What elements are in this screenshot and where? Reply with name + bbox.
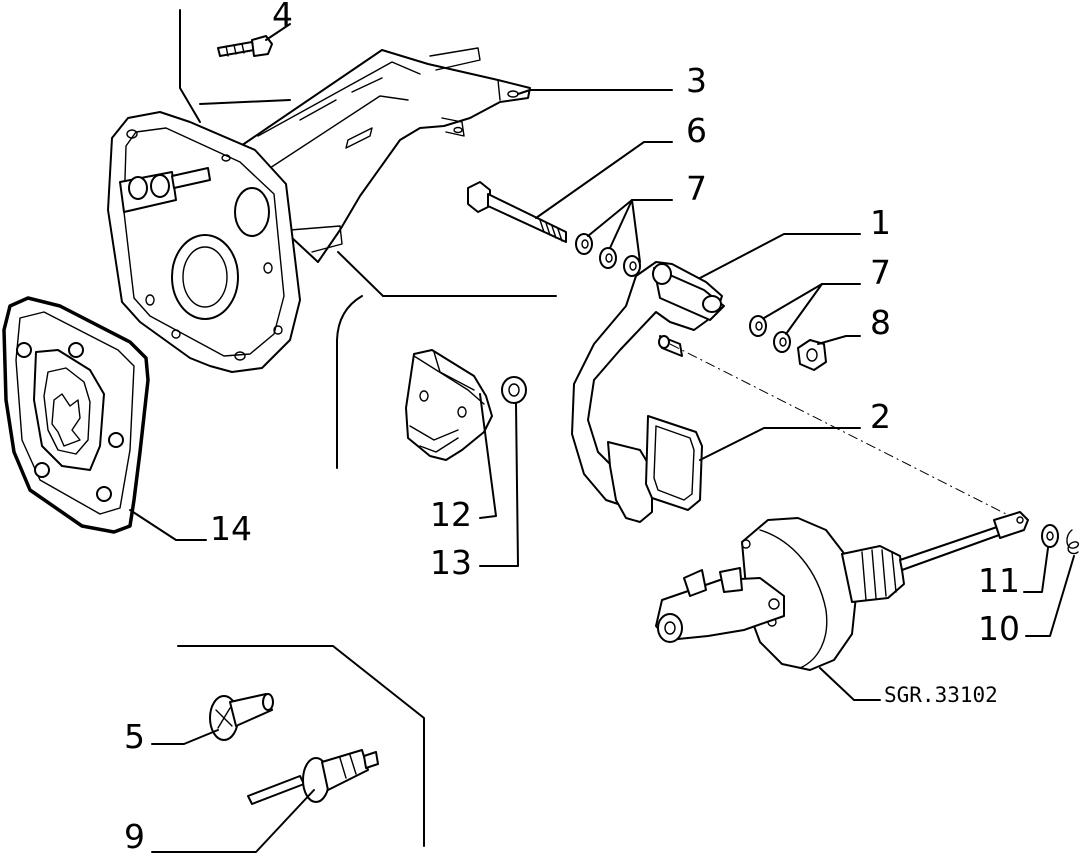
washers-part-7-left [575, 233, 641, 277]
callout-2: 2 [870, 397, 891, 436]
pedal-support-bracket [107, 47, 531, 373]
washer-part-11 [1041, 524, 1059, 548]
blind-rivet-part-9 [247, 749, 379, 805]
callout-7-right: 7 [870, 253, 891, 292]
callout-14: 14 [210, 509, 252, 548]
gasket-part-14 [2, 296, 150, 534]
callout-13: 13 [430, 543, 472, 582]
callout-10: 10 [978, 609, 1020, 648]
drawing-code: SGR.33102 [884, 683, 998, 707]
rivet-part-5 [209, 693, 274, 741]
bolt-part-6 [467, 181, 567, 243]
servo-booster-assembly [655, 343, 1029, 671]
callout-leaders [129, 23, 1075, 853]
clutch-pedal-part-1 [571, 261, 725, 523]
callout-4: 4 [272, 0, 293, 34]
callout-9: 9 [124, 817, 145, 853]
callout-5: 5 [124, 717, 145, 756]
nut-part-8 [797, 339, 827, 371]
screw-part-4 [217, 35, 273, 57]
callout-12: 12 [430, 495, 472, 534]
callout-11: 11 [978, 561, 1020, 600]
bush-part-13 [501, 376, 527, 404]
callout-8: 8 [870, 303, 891, 342]
stop-block-part-12 [405, 349, 493, 461]
pedal-pad-part-2 [645, 415, 703, 511]
callout-1: 1 [870, 203, 891, 242]
divider-lines [177, 9, 557, 847]
callout-6: 6 [686, 111, 707, 150]
clip-part-10 [1066, 529, 1080, 555]
callout-7-left: 7 [686, 169, 707, 208]
washers-part-7-right [749, 315, 791, 353]
callout-3: 3 [686, 61, 707, 100]
callout-labels: 4 3 6 7 1 7 8 2 12 13 14 11 10 SGR.33102… [124, 0, 1020, 853]
